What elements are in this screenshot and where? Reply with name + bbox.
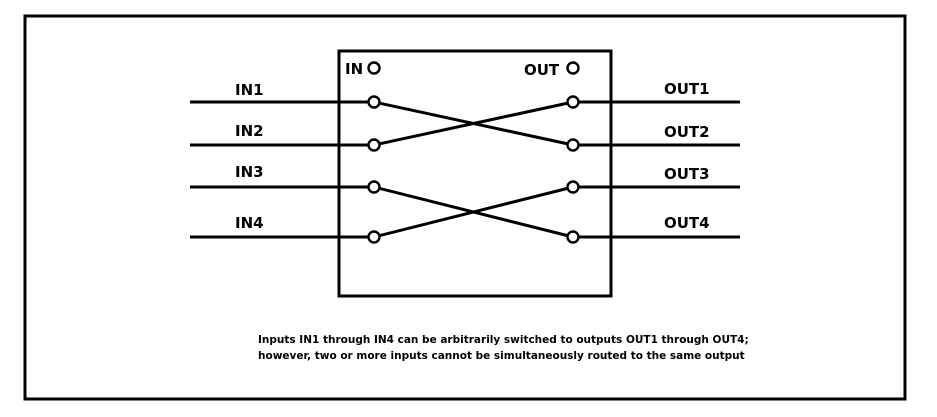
pin-in2-icon xyxy=(367,138,381,152)
pin-in4-icon xyxy=(367,230,381,244)
output-label-out4: OUT4 xyxy=(664,214,710,232)
output-label-out3: OUT3 xyxy=(664,165,710,183)
box-out-indicator-icon xyxy=(566,61,580,75)
output-label-out2: OUT2 xyxy=(664,123,710,141)
pin-out2-icon xyxy=(566,138,580,152)
pin-out3-icon xyxy=(566,180,580,194)
connection-in4-out3 xyxy=(373,185,574,239)
switch-box xyxy=(337,49,613,298)
connection-in2-out1 xyxy=(373,100,574,147)
pin-in1-icon xyxy=(367,95,381,109)
input-label-in2: IN2 xyxy=(235,122,264,140)
pin-out4-icon xyxy=(566,230,580,244)
box-out-label: OUT xyxy=(524,61,560,79)
caption-line-2: however, two or more inputs cannot be si… xyxy=(258,350,745,362)
input-label-in1: IN1 xyxy=(235,81,264,99)
input-label-in3: IN3 xyxy=(235,163,264,181)
box-in-label: IN xyxy=(345,60,363,78)
input-label-in4: IN4 xyxy=(235,214,264,232)
box-in-indicator-icon xyxy=(367,61,381,75)
pin-in3-icon xyxy=(367,180,381,194)
outer-frame xyxy=(23,14,907,401)
pin-out1-icon xyxy=(566,95,580,109)
caption-line-1: Inputs IN1 through IN4 can be arbitraril… xyxy=(258,334,749,346)
output-label-out1: OUT1 xyxy=(664,80,710,98)
